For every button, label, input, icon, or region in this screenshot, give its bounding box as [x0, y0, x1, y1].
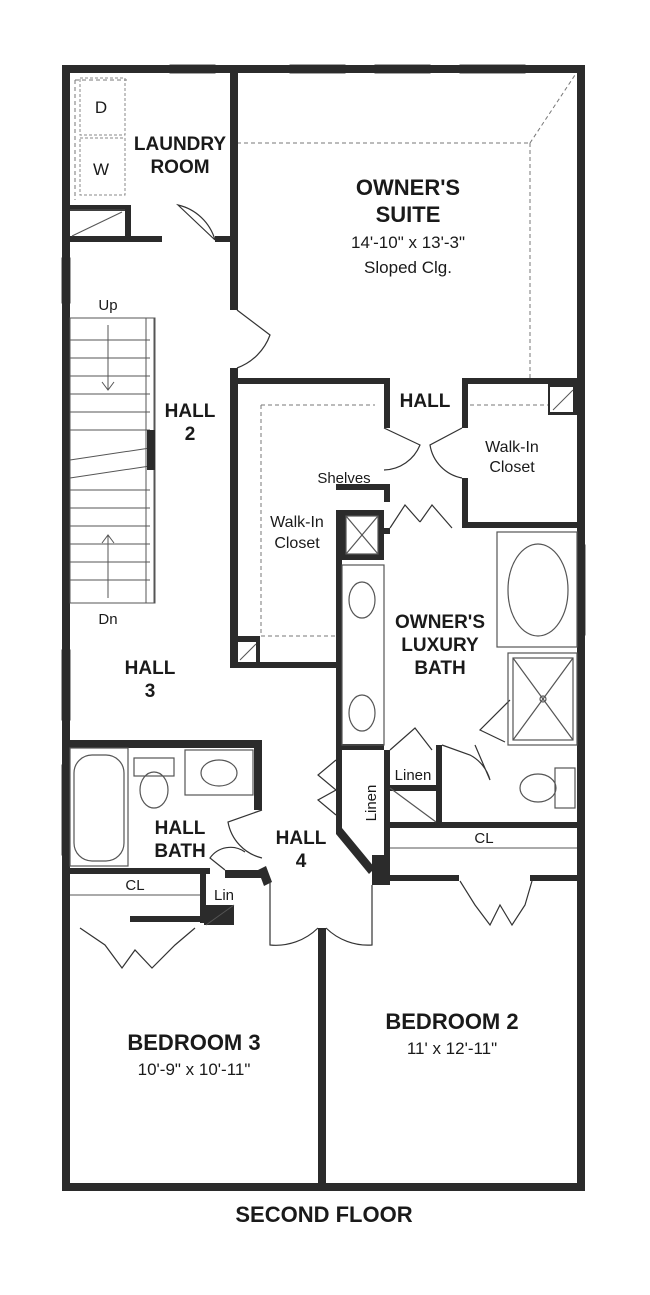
stairs-down-label: Dn: [98, 611, 117, 628]
walkin-right-line2: Closet: [489, 459, 535, 476]
hall-bath-label: HALL BATH: [154, 818, 205, 862]
closet-br2-label: CL: [474, 830, 493, 847]
shelves-label: Shelves: [317, 470, 370, 487]
hall3-line2: 3: [145, 681, 156, 702]
walkin-left-line1: Walk-In: [270, 514, 324, 531]
owners-suite-note: Sloped Clg.: [364, 258, 452, 277]
sloped-ceiling-lines: [74, 74, 576, 637]
bedroom3-name: BEDROOM 3: [127, 1030, 260, 1055]
walkin-right-line1: Walk-In: [485, 439, 539, 456]
owners-bath-label: OWNER'S LUXURY BATH: [395, 612, 485, 679]
stairs-up-label: Up: [98, 297, 117, 314]
hall-bath-line2: BATH: [154, 841, 205, 862]
hall2-line2: 2: [185, 424, 196, 445]
laundry-label-line2: ROOM: [150, 157, 209, 178]
bedroom2-label: BEDROOM 2 11' x 12'-11": [385, 1009, 518, 1058]
linen-vertical-label: Linen: [363, 785, 380, 822]
bedroom3-label: BEDROOM 3 10'-9" x 10'-11": [127, 1030, 260, 1079]
laundry-room-label: LAUNDRY ROOM D W: [93, 98, 226, 179]
dryer-label: D: [95, 98, 107, 117]
hall-bath-line1: HALL: [155, 818, 206, 839]
bedroom2-size: 11' x 12'-11": [407, 1039, 497, 1058]
hall3-label: HALL 3: [125, 658, 176, 702]
walkin-left-label: Walk-In Closet: [270, 514, 324, 552]
hall2-label: HALL 2: [165, 401, 216, 445]
owners-bath-line2: LUXURY: [401, 635, 479, 656]
stair-post: [147, 430, 155, 470]
walkin-left-line2: Closet: [274, 535, 320, 552]
stairs: [69, 317, 156, 604]
bedroom2-name: BEDROOM 2: [385, 1009, 518, 1034]
walkin-right-label: Walk-In Closet: [485, 439, 539, 476]
owners-suite-size: 14'-10" x 13'-3": [351, 233, 465, 252]
closet-br3-label: CL: [125, 877, 144, 894]
owners-suite-line2: SUITE: [376, 202, 441, 227]
closet-shelves: [70, 209, 577, 926]
owners-suite-label: OWNER'S SUITE 14'-10" x 13'-3" Sloped Cl…: [351, 175, 465, 277]
hall4-line2: 4: [296, 851, 307, 872]
plan-title: SECOND FLOOR: [235, 1202, 412, 1227]
lin-label: Lin: [214, 887, 234, 904]
hall4-label: HALL 4: [276, 828, 327, 872]
hall4-line1: HALL: [276, 828, 327, 849]
laundry-label-line1: LAUNDRY: [134, 134, 227, 155]
door-swings: [79, 203, 533, 970]
hall3-line1: HALL: [125, 658, 176, 679]
bedroom3-size: 10'-9" x 10'-11": [138, 1060, 251, 1079]
hall-bath-fixtures: [69, 747, 254, 867]
linen-horizontal-label: Linen: [395, 767, 432, 784]
washer-label: W: [93, 160, 109, 179]
hall-label: HALL: [400, 391, 451, 412]
owners-bath-line1: OWNER'S: [395, 612, 485, 633]
laundry-appliances: [79, 77, 126, 196]
owners-bath-fixtures: [341, 515, 578, 823]
hall2-line1: HALL: [165, 401, 216, 422]
owners-suite-line1: OWNER'S: [356, 175, 460, 200]
owners-bath-line3: BATH: [414, 658, 465, 679]
